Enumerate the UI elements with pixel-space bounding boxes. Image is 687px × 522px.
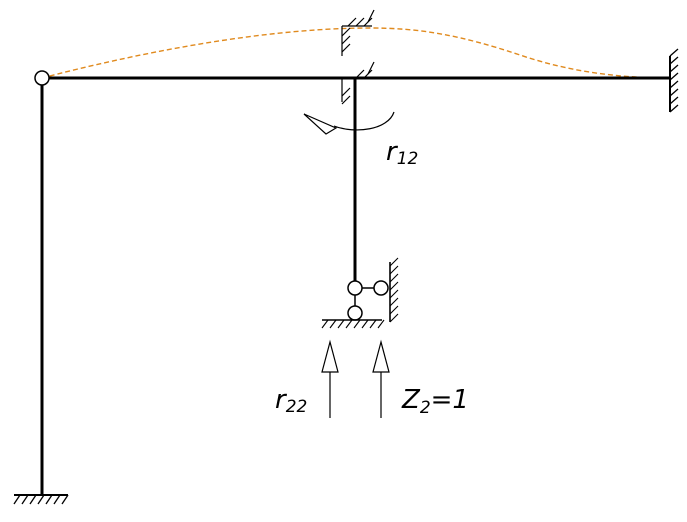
label-r12: r12 bbox=[386, 137, 418, 169]
deflected-shape-curve bbox=[41, 27, 671, 79]
label-r22: r22 bbox=[275, 385, 307, 417]
right-fixed-support bbox=[669, 48, 679, 113]
left-fixed-support bbox=[13, 494, 69, 505]
top-left-hinge bbox=[34, 70, 50, 86]
label-z2: Z2=1 bbox=[401, 385, 469, 418]
support-hinge-top bbox=[347, 280, 363, 296]
support-roller-right bbox=[373, 280, 389, 296]
moment-arrow-head bbox=[303, 113, 338, 135]
reaction-arrow-r22 bbox=[321, 339, 339, 418]
deflected-node-clamp bbox=[341, 9, 375, 56]
bottom-support-assembly bbox=[321, 257, 399, 329]
node-clamp-support bbox=[341, 61, 375, 105]
moment-arrow-arc bbox=[333, 111, 395, 131]
support-roller-bottom bbox=[347, 305, 363, 321]
displacement-arrow-z2 bbox=[372, 339, 390, 418]
